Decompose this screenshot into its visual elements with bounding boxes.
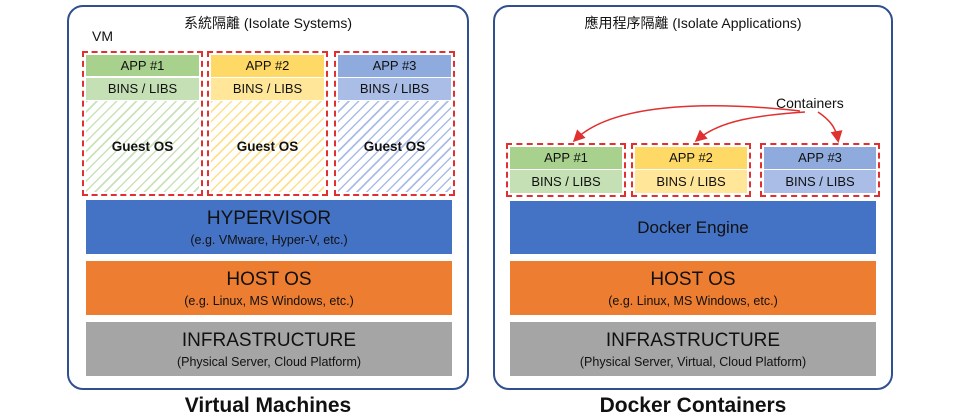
vm-infrastructure-title: INFRASTRUCTURE xyxy=(181,330,357,351)
docker-engine-title: Docker Engine xyxy=(637,218,749,237)
container-bins-2: BINS / LIBS xyxy=(635,170,747,193)
container-app-3: APP #3 xyxy=(764,147,876,169)
hypervisor-layer: HYPERVISOR (e.g. VMware, Hyper-V, etc.) xyxy=(86,200,452,254)
vm-bins-1: BINS / LIBS xyxy=(86,78,199,100)
container-app-1: APP #1 xyxy=(510,147,622,169)
vm-bins-3: BINS / LIBS xyxy=(338,78,451,100)
container-box-1 xyxy=(506,143,626,197)
docker-infrastructure-layer: INFRASTRUCTURE (Physical Server, Virtual… xyxy=(510,322,876,376)
docker-host-os-layer: HOST OS (e.g. Linux, MS Windows, etc.) xyxy=(510,261,876,315)
arrow-to-container-3 xyxy=(817,111,843,143)
vm-host-os-title: HOST OS xyxy=(226,269,312,290)
vm-guest-os-1: Guest OS xyxy=(86,101,199,192)
container-box-2 xyxy=(631,143,751,197)
vm-app-2: APP #2 xyxy=(211,55,324,77)
vm-guest-os-3: Guest OS xyxy=(338,101,451,192)
container-box-3 xyxy=(760,143,880,197)
container-bins-3: BINS / LIBS xyxy=(764,170,876,193)
docker-host-os-subtitle: (e.g. Linux, MS Windows, etc.) xyxy=(608,294,778,308)
arrow-to-container-2 xyxy=(694,111,806,142)
hypervisor-subtitle: (e.g. VMware, Hyper-V, etc.) xyxy=(190,233,348,247)
vm-label: VM xyxy=(92,28,113,44)
vm-infrastructure-layer: INFRASTRUCTURE (Physical Server, Cloud P… xyxy=(86,322,452,376)
docker-infrastructure-title: INFRASTRUCTURE xyxy=(605,330,781,351)
docker-caption: Docker Containers xyxy=(599,394,787,417)
vm-box-2 xyxy=(207,51,328,196)
vm-app-1: APP #1 xyxy=(86,55,199,77)
hypervisor-title: HYPERVISOR xyxy=(206,208,332,229)
arrow-to-container-1 xyxy=(572,105,801,143)
vm-host-os-subtitle: (e.g. Linux, MS Windows, etc.) xyxy=(184,294,354,308)
vm-bins-2: BINS / LIBS xyxy=(211,78,324,100)
vm-infrastructure-subtitle: (Physical Server, Cloud Platform) xyxy=(176,355,362,369)
vm-guest-os-2: Guest OS xyxy=(211,101,324,192)
containers-label: Containers xyxy=(776,95,844,111)
vm-host-os-layer: HOST OS (e.g. Linux, MS Windows, etc.) xyxy=(86,261,452,315)
vm-caption: Virtual Machines xyxy=(184,394,352,417)
docker-infrastructure-subtitle: (Physical Server, Virtual, Cloud Platfor… xyxy=(579,355,807,369)
vm-app-3: APP #3 xyxy=(338,55,451,77)
docker-panel-title: 應用程序隔離 (Isolate Applications) xyxy=(584,15,802,31)
vm-box-1 xyxy=(82,51,203,196)
container-bins-1: BINS / LIBS xyxy=(510,170,622,193)
container-app-2: APP #2 xyxy=(635,147,747,169)
vm-box-3 xyxy=(334,51,455,196)
vm-panel-title: 系統隔離 (Isolate Systems) xyxy=(183,15,353,31)
docker-engine-layer: Docker Engine xyxy=(510,201,876,254)
docker-host-os-title: HOST OS xyxy=(650,269,736,290)
